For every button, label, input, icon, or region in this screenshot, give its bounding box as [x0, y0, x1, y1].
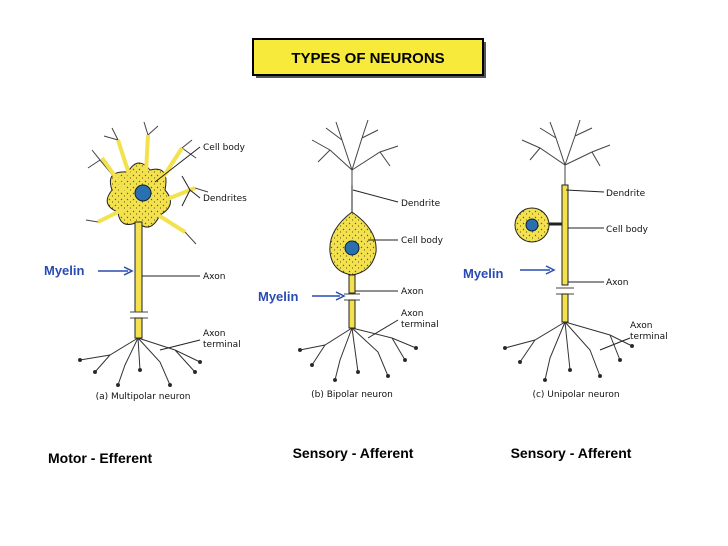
unipolar-axon-terminals [503, 321, 634, 382]
unipolar-axon-terminal-label-2: terminal [630, 332, 668, 342]
bipolar-nucleus [344, 240, 360, 256]
multipolar-caption: (a) Multipolar neuron [96, 392, 191, 402]
multipolar-axon [134, 221, 143, 313]
multipolar-nucleus [134, 184, 152, 202]
bipolar-axon-terminal-label-1: Axon [401, 309, 423, 319]
multipolar-axon-terminals [78, 337, 202, 387]
page-title: TYPES OF NEURONS [291, 50, 444, 67]
unipolar-dendrites [521, 119, 611, 185]
unipolar-neuron [503, 119, 634, 382]
unipolar-nucleus [525, 218, 539, 232]
bipolar-axon-terminal-label-2: terminal [401, 320, 439, 330]
bipolar-type-label: Sensory - Afferent [293, 445, 414, 461]
bipolar-axon-terminals [298, 327, 418, 382]
unipolar-axon [561, 184, 569, 286]
bipolar-dendrite-label: Dendrite [401, 199, 441, 209]
bipolar-dendrites [311, 119, 399, 185]
multipolar-neuron [78, 121, 209, 387]
unipolar-caption: (c) Unipolar neuron [532, 390, 619, 400]
unipolar-axon-label: Axon [606, 278, 628, 288]
bipolar-axon [348, 274, 356, 294]
unipolar-cell-body-label: Cell body [606, 225, 649, 235]
multipolar-type-label: Motor - Efferent [48, 450, 153, 466]
title-box: TYPES OF NEURONS [252, 38, 486, 78]
multipolar-axon-terminal-label-2: terminal [203, 340, 241, 350]
unipolar-axon-terminal-label-1: Axon [630, 321, 652, 331]
unipolar-dendrite-label: Dendrite [606, 189, 646, 199]
multipolar-cell-body-label: Cell body [203, 143, 246, 153]
bipolar-caption: (b) Bipolar neuron [311, 390, 393, 400]
bipolar-axon-label: Axon [401, 287, 423, 297]
bipolar-neuron [298, 119, 418, 382]
multipolar-axon-terminal-label-1: Axon [203, 329, 225, 339]
unipolar-type-label: Sensory - Afferent [511, 445, 632, 461]
multipolar-myelin-label: Myelin [44, 263, 85, 278]
unipolar-myelin-label: Myelin [463, 266, 504, 281]
bipolar-myelin-label: Myelin [258, 289, 299, 304]
multipolar-dendrites-label: Dendrites [203, 194, 247, 204]
bipolar-cell-body-label: Cell body [401, 236, 444, 246]
multipolar-axon-label: Axon [203, 272, 225, 282]
